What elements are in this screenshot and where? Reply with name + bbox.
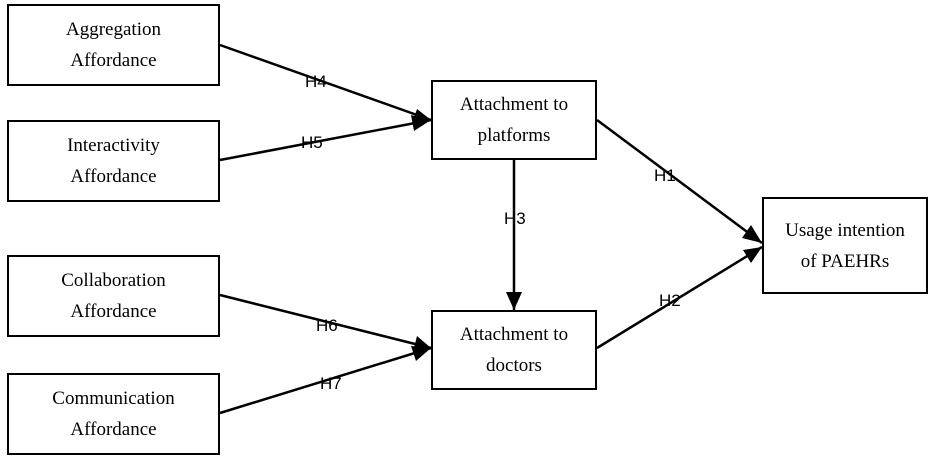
- node-aggregation-affordance: Aggregation Affordance: [7, 4, 220, 86]
- edge-label-h5: H5: [301, 133, 323, 152]
- edge-label-h7: H7: [320, 374, 342, 393]
- node-communication-affordance: Communication Affordance: [7, 373, 220, 455]
- edge-label-h2: H2: [659, 291, 681, 310]
- edge-label-h6: H6: [316, 316, 338, 335]
- node-usage-intention: Usage intention of PAEHRs: [762, 197, 928, 294]
- edge-label-h4: H4: [305, 72, 327, 91]
- node-interactivity-affordance: Interactivity Affordance: [7, 120, 220, 202]
- edge-label-h1: H1: [654, 166, 676, 185]
- edge-h4: H4: [219, 43, 432, 124]
- edge-h5: H5: [219, 115, 432, 162]
- node-collaboration-affordance: Collaboration Affordance: [7, 255, 220, 337]
- edge-h2: H2: [596, 245, 763, 350]
- edge-h1: H1: [596, 118, 763, 245]
- edge-label-h3: H3: [504, 209, 526, 228]
- edge-h7: H7: [219, 346, 432, 415]
- node-attachment-to-doctors: Attachment to doctors: [431, 310, 597, 390]
- edge-h6: H6: [219, 293, 432, 352]
- edge-h3: H3: [504, 160, 526, 310]
- node-attachment-to-platforms: Attachment to platforms: [431, 80, 597, 160]
